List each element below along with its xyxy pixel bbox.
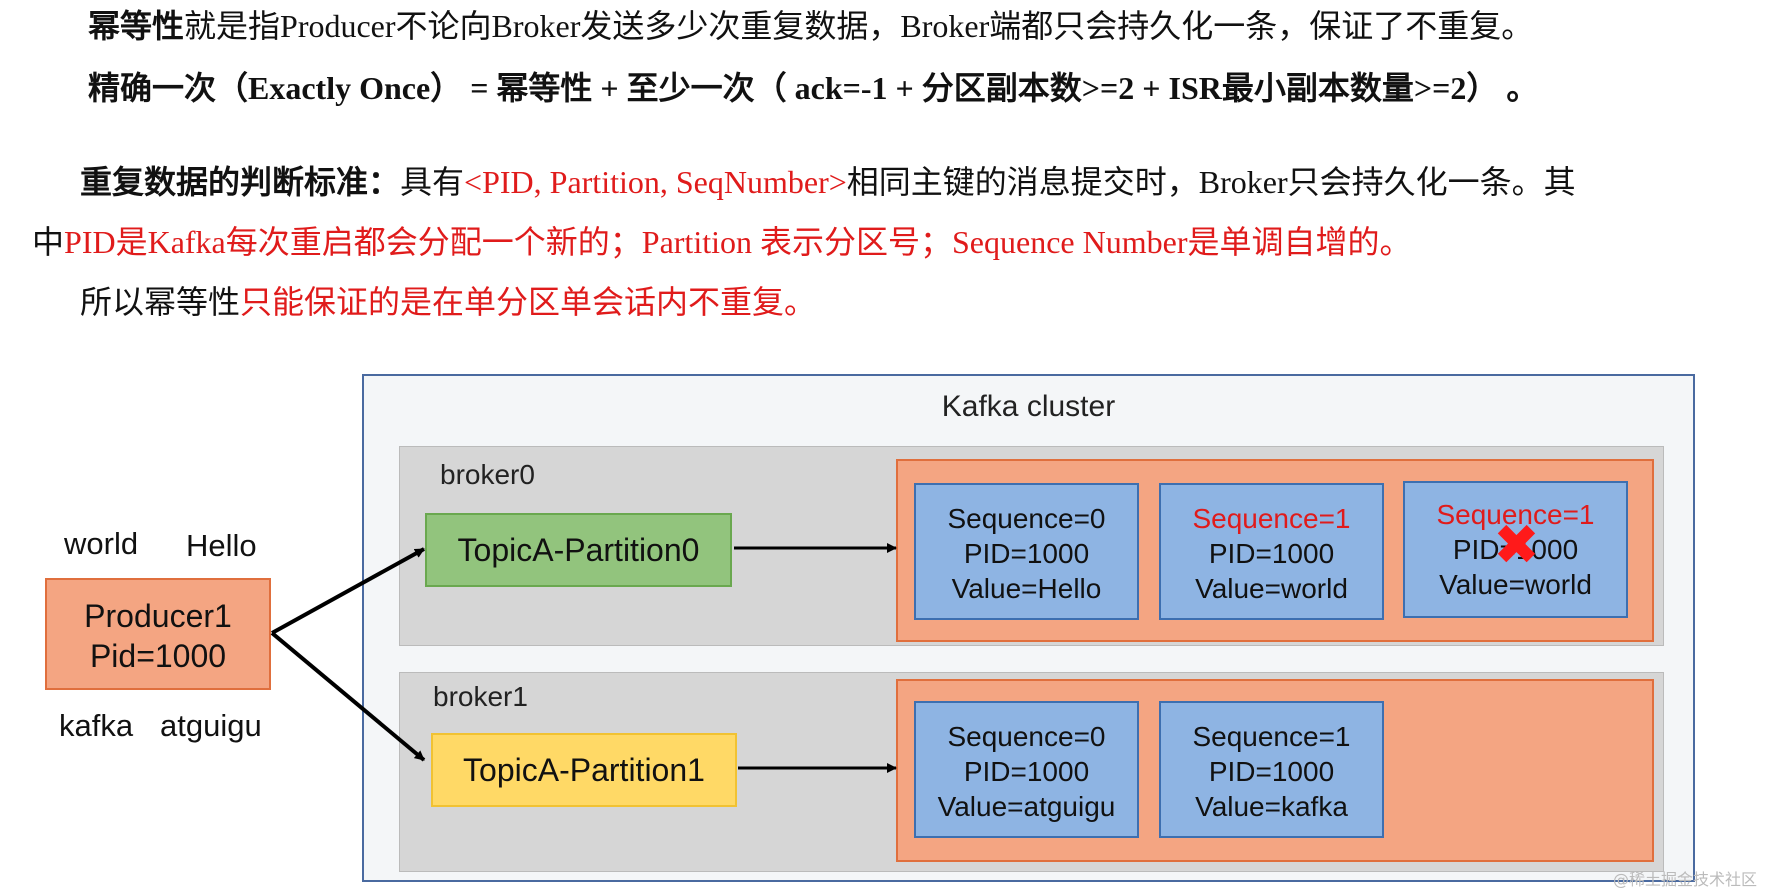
record-pid: PID=1000 <box>1452 534 1579 565</box>
partition0-log: Sequence=0 PID=1000 Value=Hello Sequence… <box>896 459 1654 642</box>
record-pid: PID=1000 <box>1208 756 1335 787</box>
record-b0-2-rejected: Sequence=1 PID=1000 Value=world ✖ <box>1403 481 1628 618</box>
producer-pid: Pid=1000 <box>89 638 227 674</box>
partition1-log: Sequence=0 PID=1000 Value=atguigu Sequen… <box>896 679 1654 862</box>
idempotence-definition: 幂等性就是指Producer不论向Broker发送多少次重复数据，Broker端… <box>88 6 1533 46</box>
record-b1-1: Sequence=1 PID=1000 Value=kafka <box>1159 701 1384 838</box>
criteria-explanation: 中PID是Kafka每次重启都会分配一个新的；Partition 表示分区号；S… <box>32 222 1411 262</box>
record-value: Value=atguigu <box>937 791 1116 822</box>
record-value: Value=kafka <box>1195 791 1348 822</box>
record-b0-0: Sequence=0 PID=1000 Value=Hello <box>914 483 1139 620</box>
record-pid: PID=1000 <box>963 756 1090 787</box>
idempotence-term: 幂等性 <box>88 8 185 44</box>
broker0-box: broker0 TopicA-Partition0 Sequence=0 PID… <box>399 446 1664 646</box>
record-b1-0: Sequence=0 PID=1000 Value=atguigu <box>914 701 1139 838</box>
partition1-box: TopicA-Partition1 <box>431 733 737 807</box>
cluster-title: Kafka cluster <box>941 390 1116 423</box>
cross-mark-icon: ✖ <box>1493 513 1540 576</box>
record-pid: PID=1000 <box>963 538 1090 569</box>
record-value: Value=Hello <box>951 573 1102 604</box>
arrow-producer-to-partition0 <box>271 547 425 635</box>
conclusion: 所以幂等性只能保证的是在单分区单会话内不重复。 <box>80 282 816 322</box>
record-seq: Sequence=1 <box>1192 721 1351 752</box>
broker0-label: broker0 <box>440 459 535 490</box>
partition-explanation: Partition 表示分区号； <box>641 224 952 260</box>
message-kafka: kafka <box>59 708 134 743</box>
duplicate-criteria-title: 重复数据的判断标准： <box>80 164 401 200</box>
record-seq: Sequence=0 <box>947 721 1106 752</box>
duplicate-criteria-text-a: 具有 <box>400 164 465 200</box>
message-atguigu: atguigu <box>160 708 262 743</box>
primary-key-tuple: <PID, Partition, SeqNumber> <box>464 164 847 200</box>
message-world: world <box>64 526 139 561</box>
broker1-label: broker1 <box>433 681 528 712</box>
record-value: Value=world <box>1439 569 1592 600</box>
partition0-box: TopicA-Partition0 <box>425 513 732 587</box>
record-seq: Sequence=1 <box>1436 499 1595 530</box>
broker1-box: broker1 TopicA-Partition1 Sequence=0 PID… <box>399 672 1664 872</box>
exactly-once-formula: 精确一次（Exactly Once） = 幂等性 + 至少一次（ ack=-1 … <box>88 70 1539 106</box>
record-pid: PID=1000 <box>1208 538 1335 569</box>
pid-explanation: PID是Kafka每次重启都会分配一个新的； <box>64 224 642 260</box>
watermark: @稀土掘金技术社区 <box>1612 870 1757 889</box>
duplicate-criteria: 重复数据的判断标准：具有<PID, Partition, SeqNumber>相… <box>80 162 1576 202</box>
conclusion-highlight: 只能保证的是在单分区单会话内不重复。 <box>240 284 817 320</box>
arrow-producer-to-partition1 <box>270 631 426 762</box>
message-hello: Hello <box>186 528 257 563</box>
conclusion-prefix: 所以幂等性 <box>80 284 241 320</box>
producer-name: Producer1 <box>84 598 232 634</box>
idempotence-definition-text: 就是指Producer不论向Broker发送多少次重复数据，Broker端都只会… <box>184 8 1534 44</box>
producer-box: Producer1 Pid=1000 <box>45 578 271 690</box>
record-seq: Sequence=1 <box>1192 503 1351 534</box>
duplicate-criteria-text-b: 相同主键的消息提交时，Broker只会持久化一条。其 <box>846 164 1576 200</box>
kafka-cluster: Kafka cluster broker0 TopicA-Partition0 … <box>362 374 1695 882</box>
criteria-explanation-prefix: 中 <box>32 224 65 260</box>
record-seq: Sequence=0 <box>947 503 1106 534</box>
record-b0-1: Sequence=1 PID=1000 Value=world <box>1159 483 1384 620</box>
sequence-explanation: Sequence Number是单调自增的。 <box>952 224 1412 260</box>
record-value: Value=world <box>1195 573 1348 604</box>
